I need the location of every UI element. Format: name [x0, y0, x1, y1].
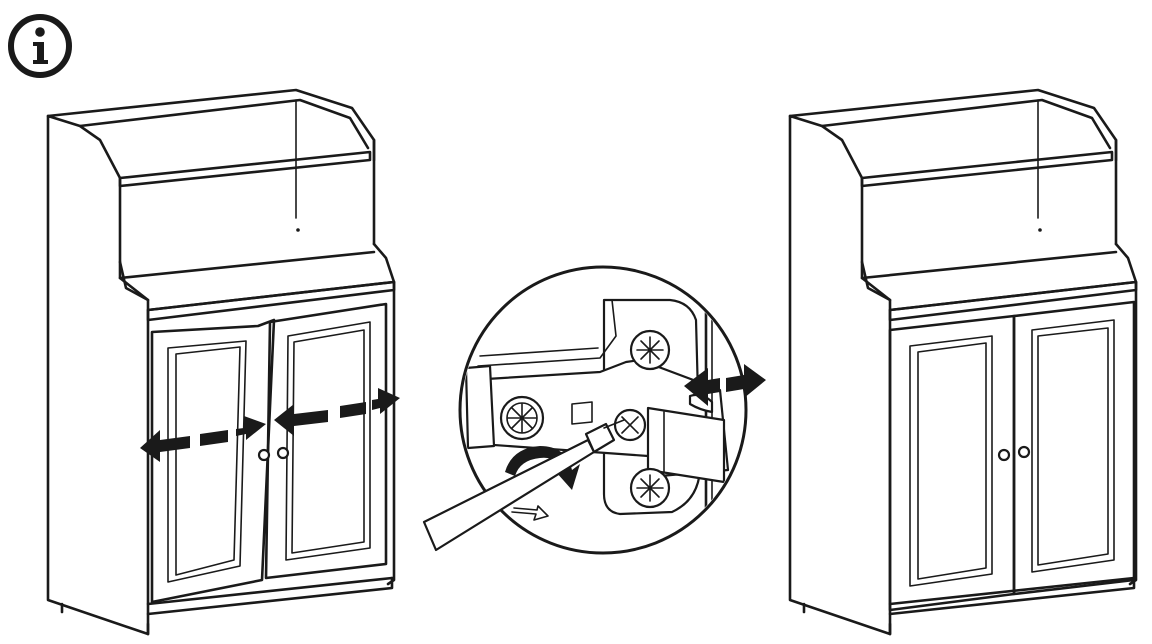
- hinge-screw: [499, 395, 545, 441]
- door-knob: [1017, 445, 1031, 459]
- hinge-screw: [629, 467, 671, 509]
- cabinet-right-door: [264, 302, 388, 580]
- cabinet-left-door: [888, 314, 1016, 612]
- hinge-screw: [629, 329, 671, 371]
- cabinet-before-adjustment: [46, 88, 400, 636]
- cabinet-right-door: [1012, 300, 1136, 596]
- cabinet-left-door: [150, 318, 276, 604]
- door-knob: [997, 448, 1011, 462]
- door-knob: [276, 446, 290, 460]
- double-headed-arrow-icon: [140, 416, 266, 462]
- double-headed-arrow-icon: [274, 388, 400, 436]
- hinge-screw: [613, 408, 647, 442]
- door-knob: [257, 448, 271, 462]
- double-headed-arrow-icon: [684, 364, 766, 406]
- info-icon: [8, 14, 72, 78]
- hinge-detail-magnifier: [422, 265, 766, 555]
- cabinet-after-adjustment: [788, 88, 1138, 636]
- screwdriver-icon: [422, 419, 625, 552]
